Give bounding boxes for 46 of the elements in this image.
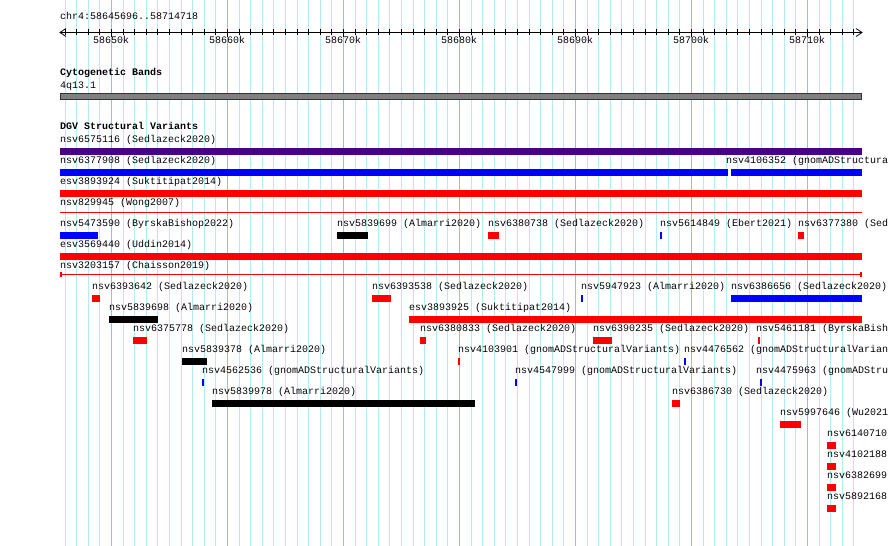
variant-label: nsv6393642 (Sedlazeck2020) [92, 282, 248, 293]
variant-label: nsv6380833 (Sedlazeck2020) [420, 324, 576, 335]
scale-tick-label: 58680k [441, 36, 478, 47]
variant-label: nsv5997646 (Wu2021 [780, 408, 888, 419]
track-heading: Cytogenetic Bands [60, 68, 162, 79]
variant-label: nsv6377380 (Sed [798, 219, 888, 230]
scale-tick-label: 58710k [789, 36, 826, 47]
variant-label: nsv6390235 (Sedlazeck2020) [593, 324, 750, 335]
variant-label: nsv6386730 (Sedlazeck2020) [672, 387, 828, 398]
position-label: chr4:58645696..58714718 [60, 12, 198, 23]
variant-label: nsv5473590 (ByrskaBishop2022) [60, 219, 234, 230]
variant-label: nsv6382699 [827, 471, 888, 482]
variant-label: nsv3203157 (Chaisson2019) [60, 261, 210, 272]
variant-label: nsv6375778 (Sedlazeck2020) [133, 324, 290, 335]
variant-label: nsv6393538 (Sedlazeck2020) [372, 282, 528, 293]
variant-label: esv3569440 (Uddin2014) [60, 240, 192, 251]
variant-label: nsv6377908 (Sedlazeck2020) [60, 156, 216, 167]
variant-label: nsv5614849 (Ebert2021) [660, 219, 792, 230]
variant-label: nsv829945 (Wong2007) [60, 198, 180, 209]
track-heading: DGV Structural Variants [60, 122, 198, 133]
variant-label: nsv4103901 (gnomADStructuralVariants) [458, 345, 680, 356]
variant-label: nsv6140710 [827, 429, 888, 440]
variant-label: nsv6575116 (Sedlazeck2020) [60, 135, 216, 146]
variant-label: nsv5839699 (Almarri2020) [337, 219, 482, 230]
variant-label: nsv5839378 (Almarri2020) [182, 345, 326, 356]
variant-label: nsv4476562 (gnomADStructuralVarian [684, 345, 888, 356]
variant-label: nsv5892168 [827, 492, 888, 503]
variant-label: nsv6380738 (Sedlazeck2020) [488, 219, 644, 230]
variant-label: nsv5839978 (Almarri2020) [212, 387, 356, 398]
variant-label: nsv5839698 (Almarri2020) [109, 303, 254, 314]
variant-label: nsv6386656 (Sedlazeck2020) [731, 282, 888, 293]
scale-tick-label: 58670k [325, 36, 362, 47]
variant-label: esv3893924 (Suktitipat2014) [60, 177, 222, 188]
variant-label: nsv5947923 (Almarri2020) [581, 282, 726, 293]
variant-label: nsv4547999 (gnomADStructuralVariants) [515, 366, 738, 377]
scale-tick-label: 58650k [93, 36, 130, 47]
variant-label: nsv4562536 (gnomADStructuralVariants) [202, 366, 424, 377]
variant-label: nsv4102188 [827, 450, 888, 461]
variant-label: nsv4106352 (gnomADStructura [726, 156, 888, 167]
scale-tick-label: 58690k [557, 36, 594, 47]
variant-label: nsv5461181 (ByrskaBish [756, 324, 888, 335]
variant-label: esv3893925 (Suktitipat2014) [409, 303, 572, 314]
band-label: 4q13.1 [60, 81, 96, 92]
variant-label: nsv4475963 (gnomADStru [756, 366, 888, 377]
scale-tick-label: 58700k [673, 36, 710, 47]
scale-tick-label: 58660k [209, 36, 246, 47]
